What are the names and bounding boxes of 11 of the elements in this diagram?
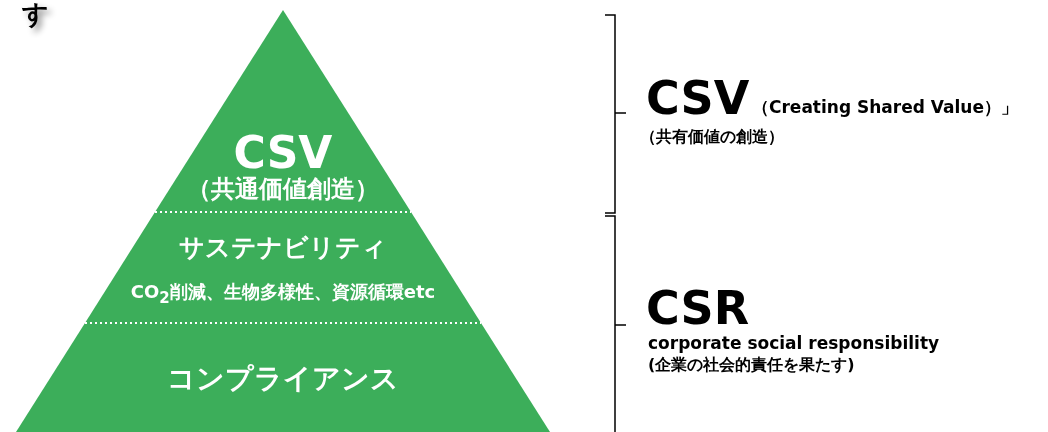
tier-title: コンプライアンス — [166, 363, 400, 396]
tier-subtitle: （共通価値創造） — [186, 176, 380, 204]
heading-fragment: す — [22, 0, 49, 30]
term-translation: （共有価値の創造） — [640, 128, 784, 147]
term-expansion: （Creating Shared Value）」 — [752, 98, 1018, 118]
tier-subtitle: CO$_{2}$削減、生物多様性、資源循環etc — [129, 282, 437, 307]
tier-title: サステナビリティ — [178, 234, 388, 263]
term-abbreviation: CSR — [646, 282, 750, 335]
term-abbreviation: CSV — [646, 72, 750, 125]
term-translation: (企業の社会的責任を果たす) — [648, 356, 855, 375]
term-expansion: corporate social responsibility — [648, 334, 940, 354]
